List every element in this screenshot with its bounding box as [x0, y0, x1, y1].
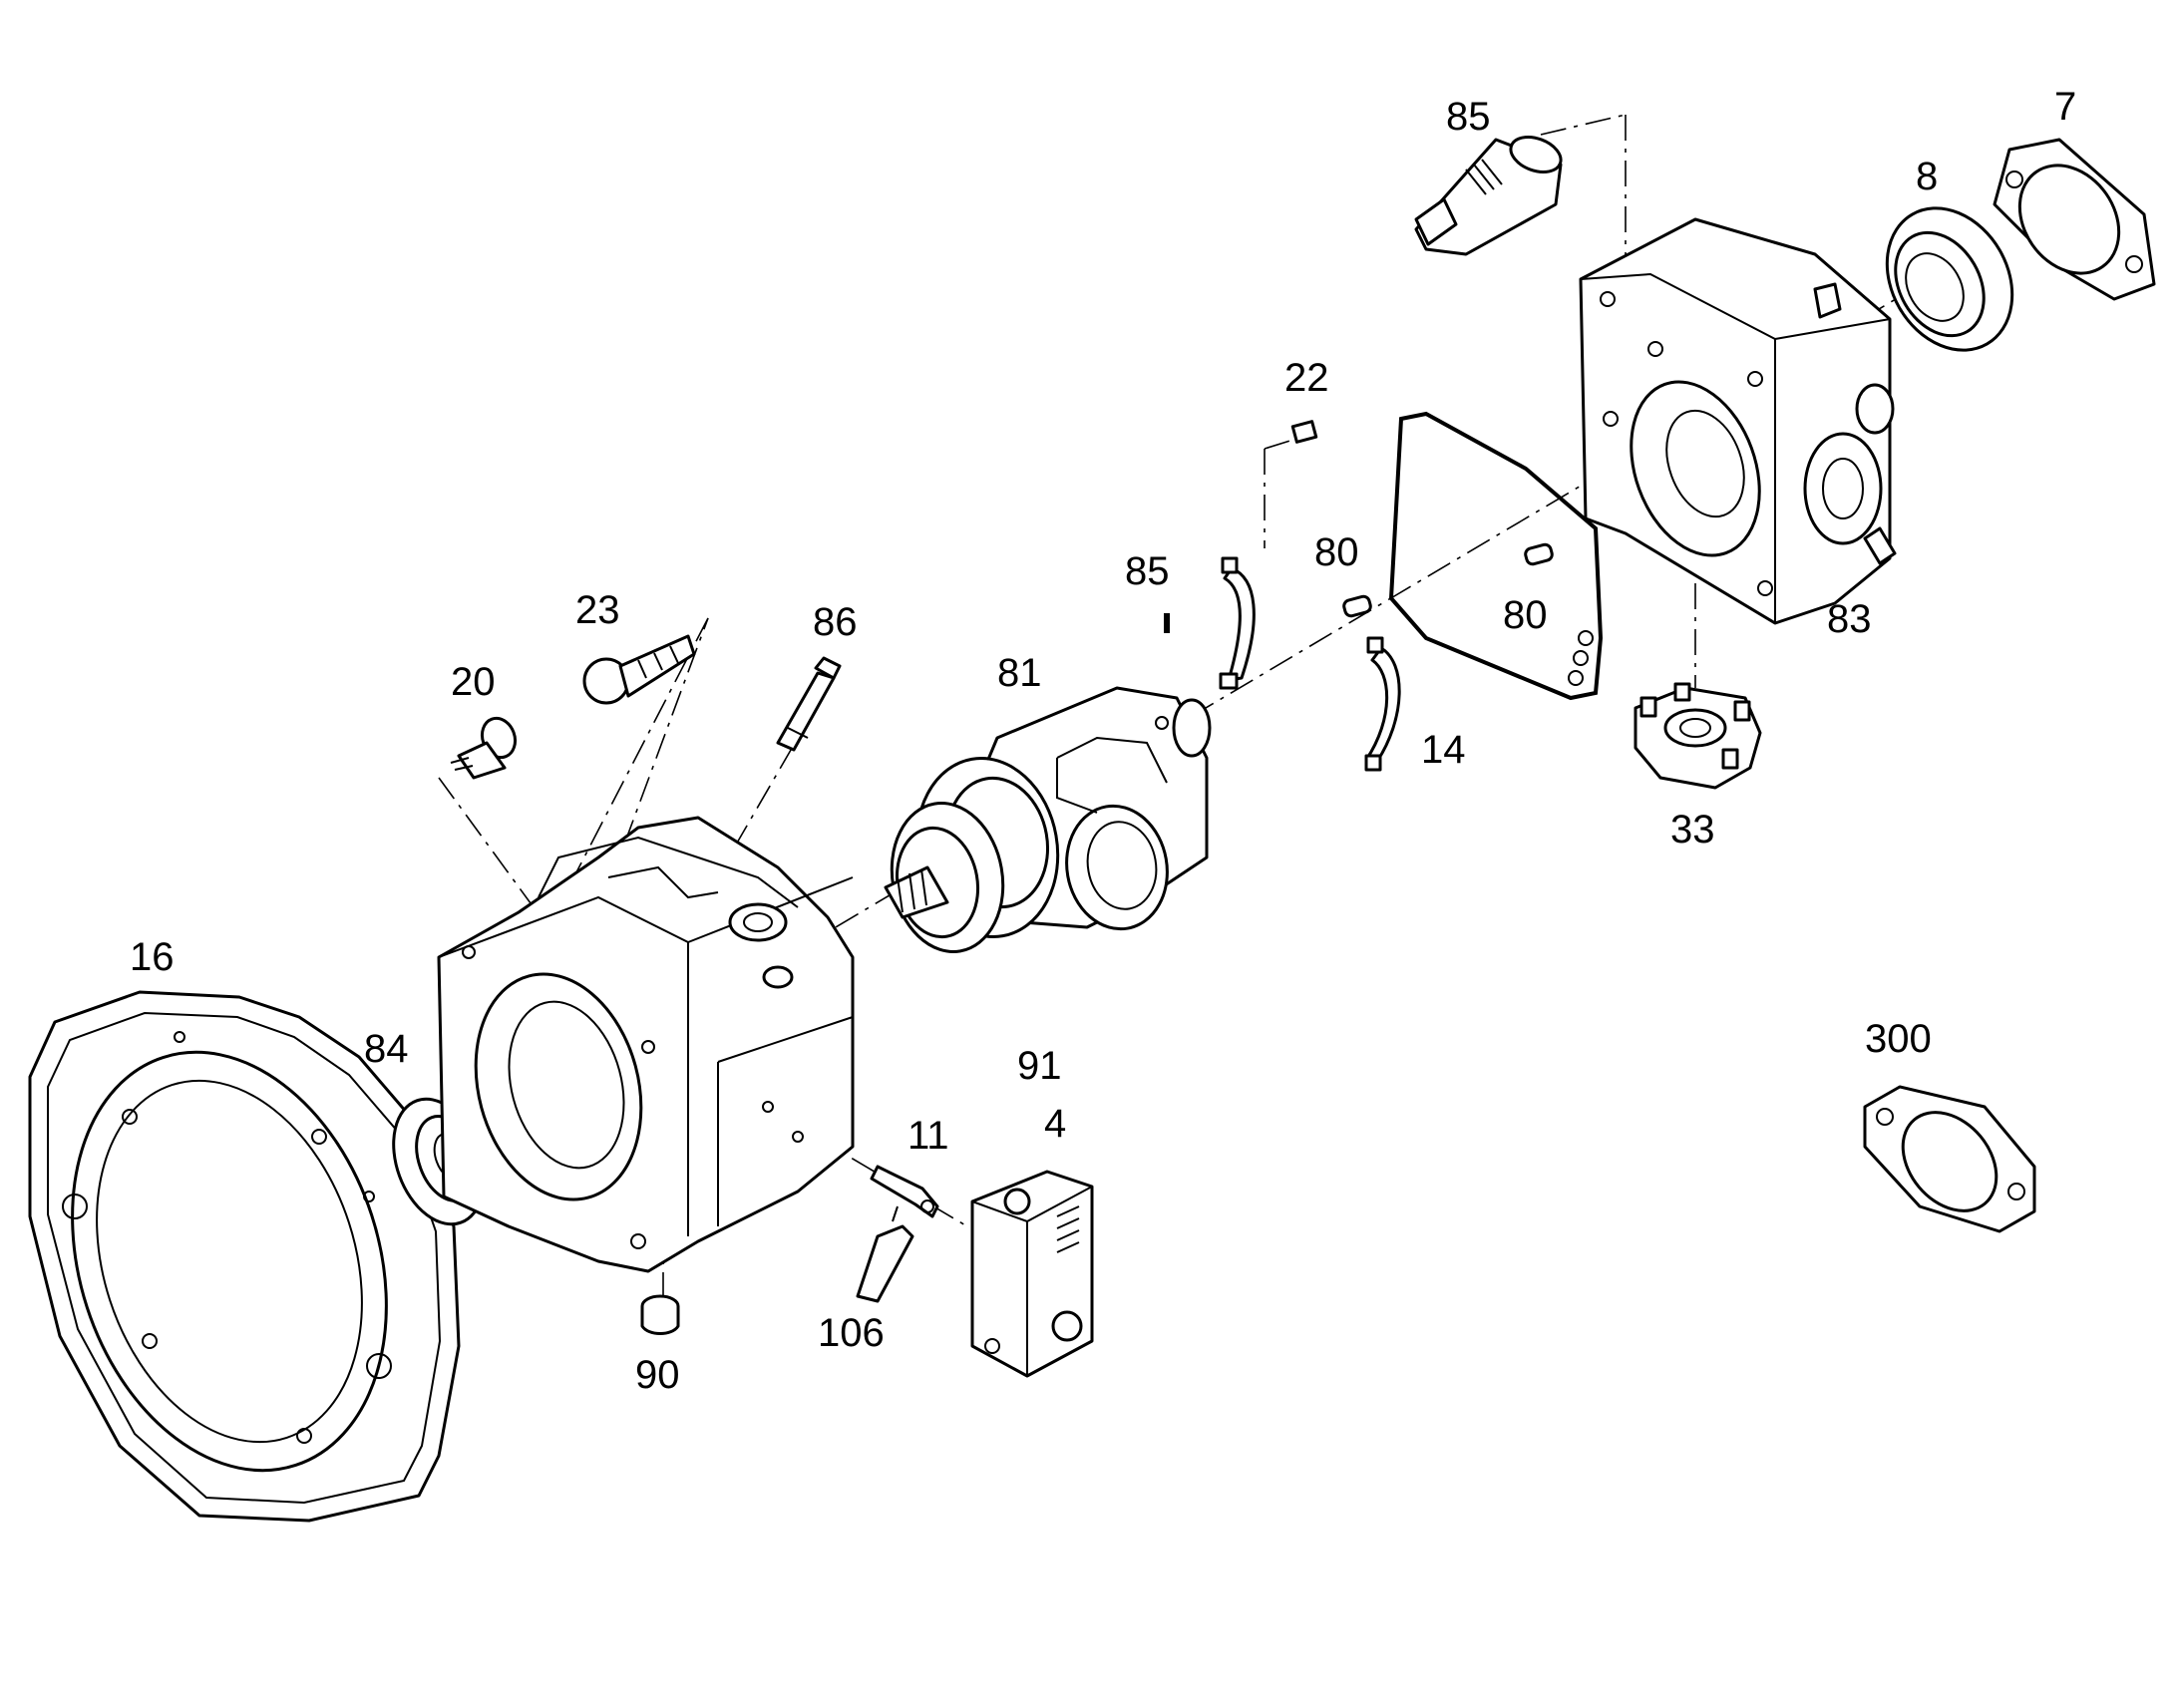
flange-plate-16: [28, 990, 461, 1523]
valve-cartridge-85: [1414, 136, 1563, 256]
sealant-tube-106: [856, 1205, 914, 1303]
label-300: 300: [1865, 1017, 1932, 1061]
cover-flange-7: [1993, 138, 2156, 301]
clip-85: [1219, 556, 1256, 690]
clip-14: [1364, 636, 1401, 772]
end-cover-83: [1579, 217, 1897, 625]
fitting-11: [870, 1165, 939, 1218]
label-20: 20: [451, 660, 496, 704]
label-14: 14: [1421, 728, 1466, 772]
label-16: 16: [130, 935, 175, 979]
label-4: 4: [1044, 1102, 1066, 1146]
flange-300: [1863, 1085, 2036, 1233]
rotating-group-81: [884, 686, 1212, 953]
label-85-mid: 85: [1125, 549, 1170, 593]
screw-20: [450, 716, 518, 780]
label-84: 84: [364, 1027, 409, 1071]
label-83: 83: [1827, 597, 1872, 641]
pump-housing: [437, 816, 855, 1273]
label-90: 90: [635, 1353, 680, 1397]
label-23: 23: [575, 588, 620, 632]
part-labels: 85 7 8 22 85 80 80 83 23 86 20 81 14 33 …: [130, 85, 2076, 1397]
label-81: 81: [997, 651, 1042, 695]
label-80-a: 80: [1314, 530, 1359, 574]
gasket: [1388, 411, 1604, 701]
label-91: 91: [1017, 1044, 1062, 1088]
label-85-top: 85: [1446, 95, 1491, 139]
label-7: 7: [2054, 85, 2076, 129]
adapter-33: [1634, 682, 1762, 790]
label-11: 11: [908, 1114, 949, 1158]
label-8: 8: [1916, 155, 1938, 198]
label-80-b: 80: [1503, 593, 1548, 637]
screw-22: [1290, 420, 1318, 444]
label-86: 86: [813, 600, 858, 644]
control-valve-4: [970, 1170, 1094, 1378]
plug-90: [640, 1294, 680, 1335]
label-106: 106: [818, 1311, 885, 1355]
label-33: 33: [1670, 808, 1715, 852]
sensor-86: [776, 656, 842, 752]
pins-80: [1342, 542, 1554, 618]
label-22: 22: [1284, 356, 1329, 400]
cap-screw-23: [582, 634, 696, 705]
bearing-ring-8: [1885, 206, 2014, 352]
